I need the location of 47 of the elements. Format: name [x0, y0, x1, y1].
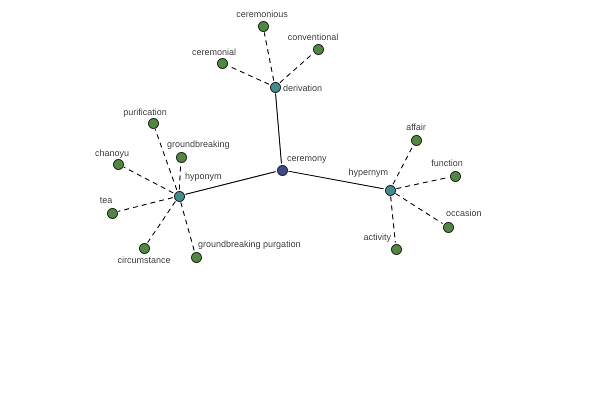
- dashed-connector: [147, 200, 176, 244]
- dashed-connector: [390, 196, 396, 244]
- connector-line: [275, 92, 282, 164]
- node-label: affair: [406, 122, 426, 132]
- graph-node-dot: [216, 58, 228, 68]
- graph-node-dot: [410, 134, 422, 146]
- graph-node-dot: [312, 44, 324, 54]
- node-label: circumstance: [118, 255, 170, 265]
- node-label: hyponym: [185, 171, 222, 181]
- node-label: function: [431, 158, 463, 168]
- graph-node-dot: [258, 20, 268, 32]
- graph-node-dot: [138, 242, 150, 254]
- node-label: occasion: [446, 208, 482, 218]
- node-label: groundbreaking: [167, 139, 230, 149]
- dashed-connector: [154, 128, 178, 190]
- dashed-connector: [394, 193, 444, 224]
- node-label: ceremonial: [192, 47, 236, 57]
- dashed-connector: [118, 197, 174, 212]
- dashed-connector: [392, 145, 414, 185]
- graph-node-dot: [276, 164, 288, 176]
- connector-line: [184, 171, 276, 195]
- node-label: purification: [123, 107, 167, 117]
- graph-node-dot: [270, 82, 280, 92]
- node-label: ceremonious: [236, 9, 288, 19]
- graph-node-dot: [106, 208, 118, 218]
- node-label: derivation: [283, 83, 322, 93]
- node-label: conventional: [288, 32, 338, 42]
- graph-node-dot: [148, 118, 158, 128]
- graph-node-dot: [384, 184, 396, 196]
- dashed-connector: [123, 166, 174, 194]
- graph-node-dot: [112, 158, 124, 170]
- graph-node-dot: [190, 252, 202, 262]
- node-label: activity: [363, 232, 391, 242]
- node-label: groundbreaking purgation: [198, 239, 301, 249]
- node-label: chanoyu: [94, 148, 130, 158]
- graph-node-dot: [450, 170, 460, 182]
- node-label: ceremony: [287, 153, 327, 163]
- node-label: tea: [100, 195, 112, 205]
- connector-line: [288, 170, 384, 190]
- graph-node-dot: [174, 190, 184, 202]
- graph-node-dot: [442, 222, 454, 232]
- dashed-connector: [264, 32, 274, 82]
- node-label: hypernym: [348, 167, 388, 177]
- dashed-connector: [180, 202, 195, 252]
- graph-node-dot: [390, 244, 402, 254]
- dashed-connector: [279, 52, 314, 84]
- graph-node-dot: [176, 152, 186, 162]
